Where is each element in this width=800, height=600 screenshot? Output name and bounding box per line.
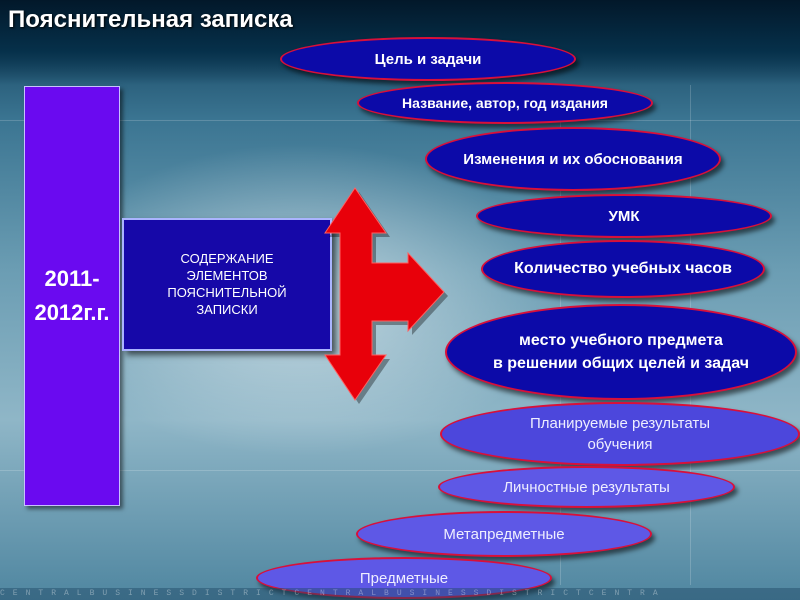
content-box-line2: ЭЛЕМЕНТОВ xyxy=(186,268,268,283)
oval-planned-results-line1: Планируемые результаты xyxy=(530,415,710,432)
decor-line xyxy=(0,470,800,471)
page-title: Пояснительная записка xyxy=(8,6,293,33)
oval-planned-results-line2: обучения xyxy=(587,436,653,453)
year-box: 2011- 2012г.г. xyxy=(24,86,120,506)
oval-study-hours: Количество учебных часов xyxy=(481,240,765,298)
year-label-line2: 2012г.г. xyxy=(34,300,110,325)
oval-personal-results: Личностные результаты xyxy=(438,466,735,508)
content-box-line1: СОДЕРЖАНИЕ xyxy=(180,251,274,266)
oval-umk-label: УМК xyxy=(608,207,640,225)
oval-subject-place-line1: место учебного предмета xyxy=(519,332,723,349)
oval-planned-results: Планируемые результаты обучения xyxy=(440,402,800,466)
oval-subject-place-line2: в решении общих целей и задач xyxy=(492,355,750,372)
oval-subject: Предметные xyxy=(256,557,552,599)
footer-decor-strip: CENTRALBUSINESSDISTRICTCENTRALBUSINESSDI… xyxy=(0,588,800,600)
oval-goal-tasks-label: Цель и задачи xyxy=(374,50,482,68)
content-box-line4: ЗАПИСКИ xyxy=(196,302,258,317)
oval-study-hours-label: Количество учебных часов xyxy=(514,260,732,277)
oval-metasubject: Метапредметные xyxy=(356,511,652,557)
three-way-arrow-icon xyxy=(324,187,448,404)
oval-subject-place: место учебного предмета в решении общих … xyxy=(445,304,797,400)
oval-personal-results-label: Личностные результаты xyxy=(503,478,670,496)
oval-umk: УМК xyxy=(476,194,772,238)
oval-changes-justification-label: Изменения и их обоснования xyxy=(463,150,683,168)
oval-title-author-year: Название, автор, год издания xyxy=(357,82,653,124)
year-label-line1: 2011- xyxy=(44,266,100,291)
oval-title-author-year-label: Название, автор, год издания xyxy=(402,95,608,111)
content-elements-box: СОДЕРЖАНИЕ ЭЛЕМЕНТОВ ПОЯСНИТЕЛЬНОЙ ЗАПИС… xyxy=(122,218,332,351)
oval-goal-tasks: Цель и задачи xyxy=(280,37,576,81)
oval-metasubject-label: Метапредметные xyxy=(443,525,565,543)
oval-changes-justification: Изменения и их обоснования xyxy=(425,127,721,191)
decor-line xyxy=(0,120,800,121)
oval-subject-label: Предметные xyxy=(359,569,449,587)
content-box-line3: ПОЯСНИТЕЛЬНОЙ xyxy=(167,285,287,300)
